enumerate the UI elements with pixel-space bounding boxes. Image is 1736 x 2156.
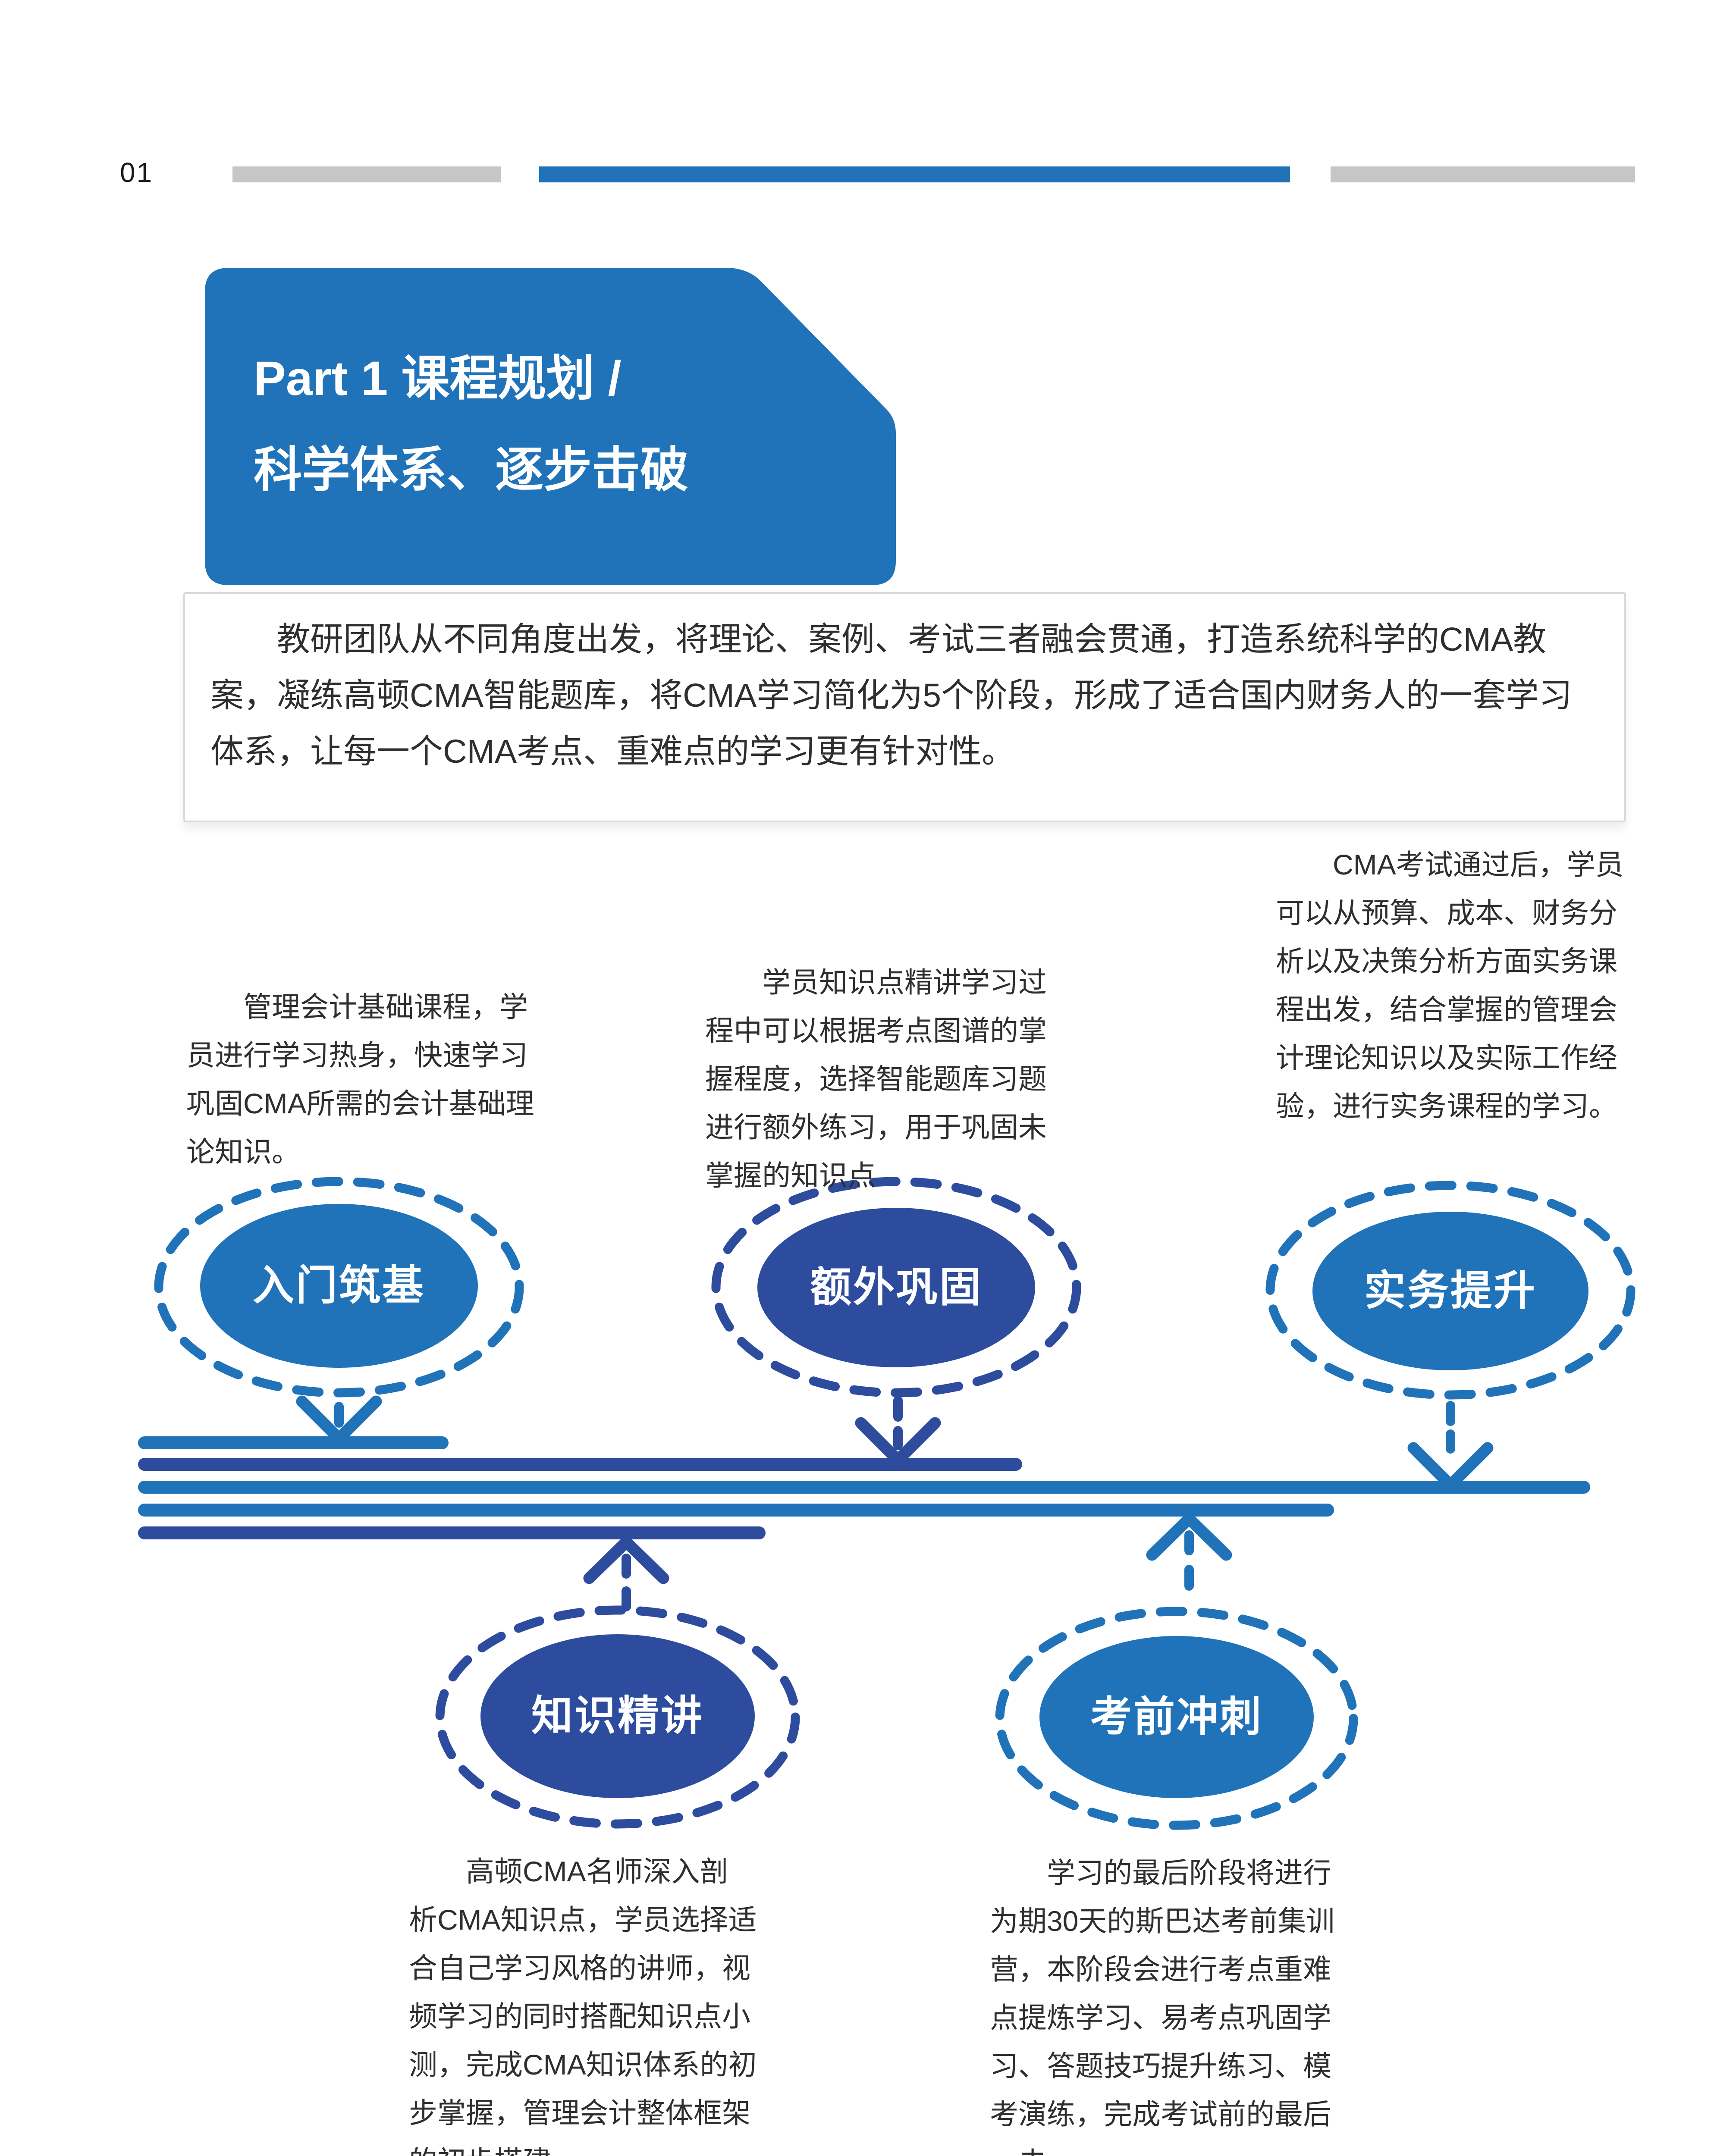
header-bar-blue — [539, 166, 1290, 182]
down-arrow-icon-1 — [296, 1395, 382, 1447]
stage-ellipse-1 — [200, 1204, 478, 1368]
connector-stage-5 — [1146, 1510, 1232, 1591]
stage-description-4: 高顿CMA名师深入剖 析CMA知识点，学员选择适 合自己学习风格的讲师，视 频学… — [409, 1855, 757, 2156]
down-arrow-icon-3 — [1407, 1442, 1494, 1494]
stage-description-1: 管理会计基础课程，学 员进行学习热身，快速学习 巩固CMA所需的会计基础理 论知… — [186, 991, 534, 1168]
stage-label-4: 知识精讲 — [531, 1693, 704, 1739]
stage-label-2: 额外巩固 — [810, 1264, 983, 1310]
stage-label-1: 入门筑基 — [253, 1263, 425, 1309]
stage-ring-4 — [435, 1605, 800, 1829]
connector-stage-2 — [855, 1396, 941, 1469]
stage-ring-3 — [1265, 1181, 1636, 1400]
intro-paragraph: 教研团队从不同角度出发，将理论、案例、考试三者融会贯通，打造系统科学的CMA教 … — [210, 621, 1573, 770]
stage-ring-2 — [711, 1177, 1081, 1398]
stage-ring-5 — [995, 1607, 1358, 1830]
banner-shape — [205, 268, 896, 585]
header-bar-gray-left — [232, 166, 501, 182]
stage-description-2: 学员知识点精讲学习过 程中可以根据考点图谱的掌 握程度，选择智能题库习题 进行额… — [705, 966, 1047, 1191]
stage-ellipse-4 — [480, 1634, 755, 1798]
page-number: 01 — [120, 157, 154, 188]
stage-label-3: 实务提升 — [1364, 1268, 1537, 1314]
stage-description-5: 学习的最后阶段将进行 为期30天的斯巴达考前集训 营，本阶段会进行考点重难 点提… — [990, 1857, 1335, 2156]
up-arrow-icon-5 — [1146, 1510, 1232, 1561]
intro-card — [183, 592, 1626, 822]
stage-ellipse-3 — [1312, 1212, 1588, 1370]
stage-ellipse-5 — [1039, 1636, 1314, 1798]
up-arrow-icon-4 — [583, 1534, 669, 1584]
banner-title-line1: Part 1 课程规划 / — [254, 351, 622, 405]
connector-stage-4 — [583, 1534, 669, 1611]
stage-description-3: CMA考试通过后，学员 可以从预算、成本、财务分 析以及决策分析方面实务课 程出… — [1276, 849, 1624, 1122]
down-arrow-icon-2 — [855, 1417, 941, 1469]
header-bar-gray-right — [1331, 166, 1635, 182]
connector-stage-1 — [296, 1395, 382, 1447]
stage-ring-1 — [154, 1177, 524, 1398]
banner-title-line2: 科学体系、逐步击破 — [254, 443, 688, 497]
stage-ellipse-2 — [757, 1208, 1035, 1367]
connector-stage-3 — [1407, 1401, 1494, 1494]
stage-label-5: 考前冲刺 — [1090, 1694, 1263, 1740]
